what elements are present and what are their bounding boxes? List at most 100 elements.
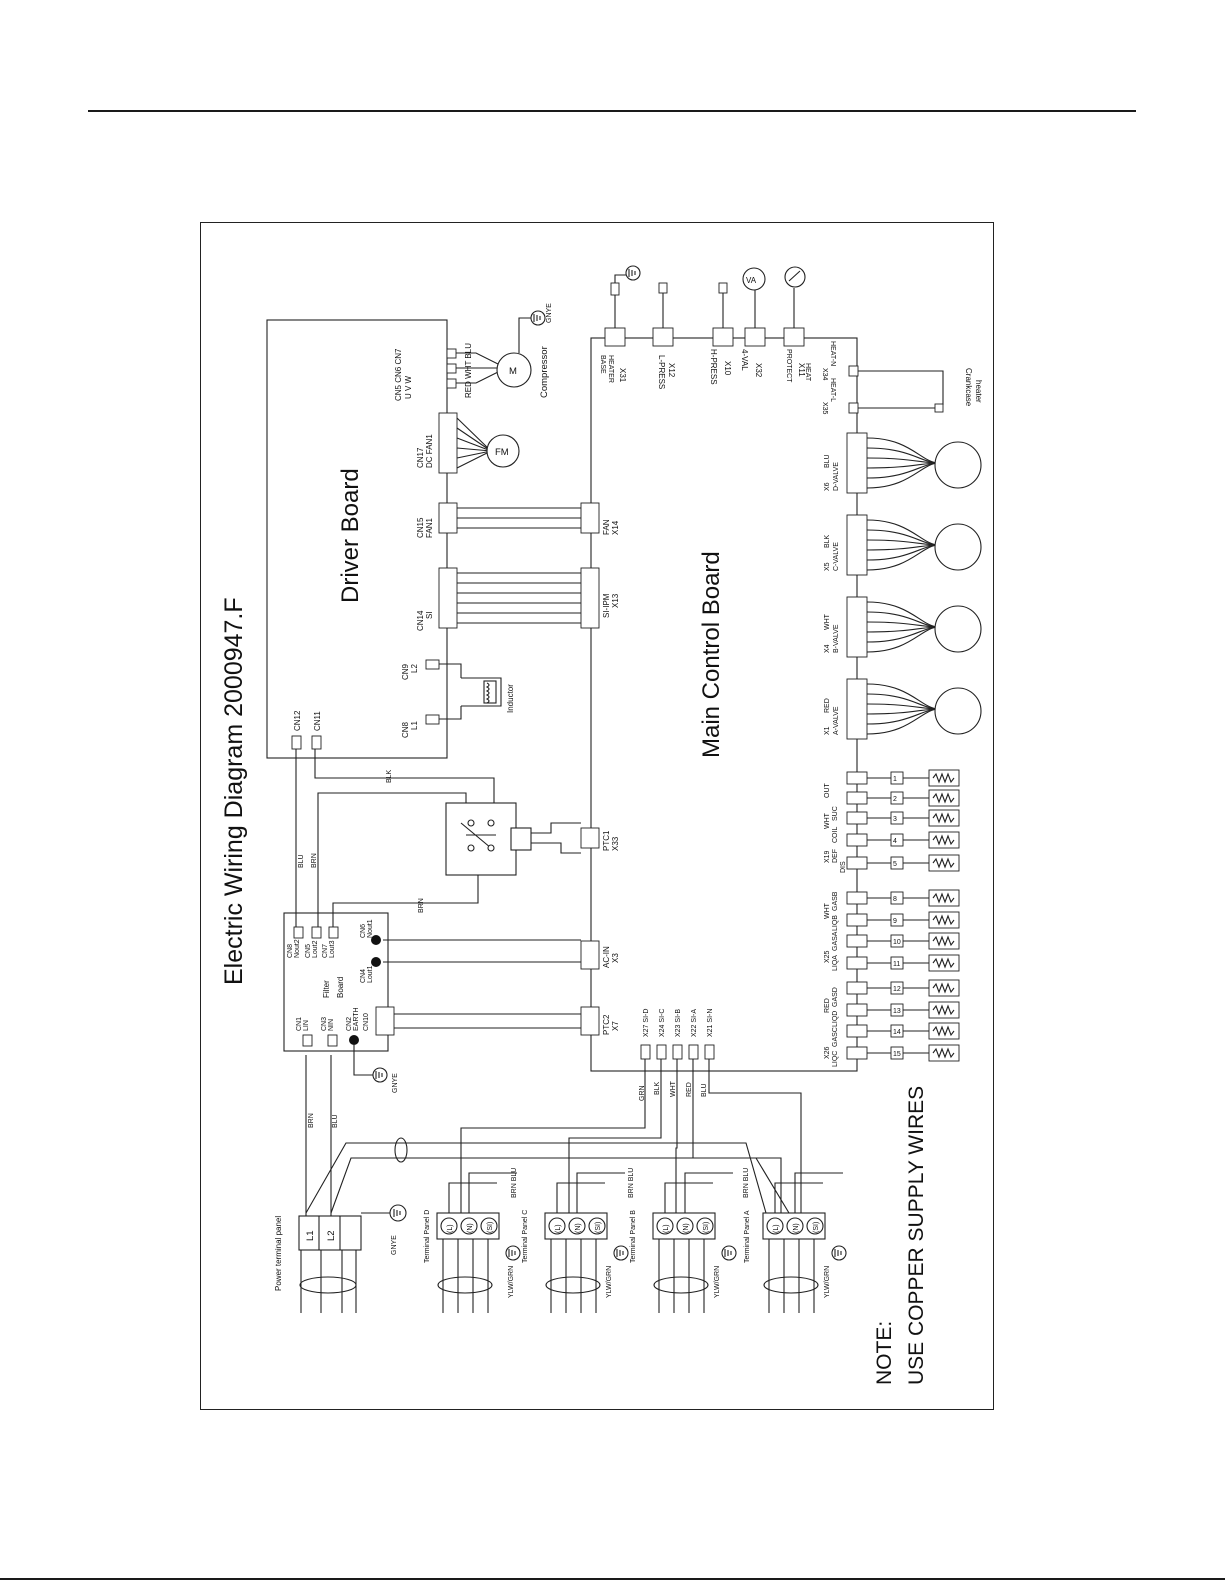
diagram-title: Electric Wiring Diagram 2000947.F — [220, 597, 248, 985]
inductor-label: Inductor — [506, 684, 515, 713]
terminal-panel: (L)(N)(SI) — [762, 1172, 847, 1313]
sensor-number: 13 — [893, 1008, 901, 1015]
fan-motor-label: FM — [495, 447, 509, 458]
si-connector-label: X27 SI-D — [643, 1009, 650, 1037]
ptc-resistor — [510, 827, 532, 851]
filter-ground-icon — [372, 1067, 388, 1083]
filter-cn2-connector — [349, 1035, 359, 1045]
x19-def: DEF — [832, 849, 839, 863]
x19-dis: DIS — [840, 861, 847, 873]
brn-wire-label-2: BRN — [418, 898, 425, 913]
temp-sensor: 4 — [846, 831, 960, 849]
filter-cn4-connector — [371, 957, 381, 967]
x7-sub: X7 — [611, 1021, 620, 1031]
uvw-label: U V W — [404, 375, 413, 399]
sensor-number: 8 — [893, 896, 897, 903]
x26-label: X26 — [824, 1046, 831, 1059]
x26-gasc: GASC — [832, 1027, 839, 1047]
terminal-label: (SI) — [487, 1222, 494, 1233]
x32-label: X32 — [754, 363, 763, 378]
filter-cn3-label: CN3 — [321, 1017, 328, 1031]
driver-board — [266, 319, 448, 759]
cn9-sub: L2 — [410, 664, 419, 673]
si-a-red: RED — [686, 1082, 693, 1097]
cn15-label: CN15 — [416, 517, 425, 538]
cn12-label: CN12 — [293, 710, 302, 731]
sensor-number: 5 — [893, 861, 897, 868]
x34-label: X34 — [821, 368, 828, 381]
cn6-connector — [446, 363, 457, 374]
x5-color: BLK — [824, 534, 831, 548]
x25-liqa: LIQA — [832, 955, 839, 971]
cn9-label: CN9 — [401, 663, 410, 680]
x19-coil: COIL — [832, 827, 839, 843]
x4-name: B-VALVE — [833, 624, 840, 653]
si-d-grn: GRN — [639, 1085, 646, 1101]
main-board-label: Main Control Board — [698, 551, 725, 758]
x25-label: X25 — [824, 950, 831, 963]
si-connector: X22 SI-A — [688, 1009, 699, 1060]
cn17-label: CN17 — [416, 447, 425, 468]
cn11-label: CN11 — [313, 711, 322, 731]
x35-heat-l: HEAT-L — [829, 378, 836, 402]
temp-sensor: 2 — [846, 789, 960, 807]
terminal-panel: (L)(N)(SI) — [652, 1172, 737, 1313]
filter-cn2-sub: EARTH — [353, 1007, 360, 1031]
sensor-number: 12 — [893, 986, 901, 993]
x25-liqb: LIQB — [832, 915, 839, 931]
power-cable-bundle — [299, 1276, 357, 1294]
x31-label: X31 — [618, 368, 627, 383]
cn9-connector — [425, 659, 440, 670]
x6-label: X6 — [824, 482, 831, 491]
sensor-number: 4 — [893, 838, 897, 845]
base-heater-ground-icon — [625, 265, 641, 281]
x35-connector — [848, 402, 859, 414]
panel-d-ylw-grn: YLW/GRN — [508, 1266, 515, 1298]
bus-wires — [457, 507, 581, 624]
terminal-panel-b-label: Terminal Panel B — [630, 1210, 637, 1263]
filter-cn6-label: CN6 — [360, 924, 367, 938]
compressor-symbol — [496, 352, 532, 388]
filter-cn2-label: CN2 — [346, 1017, 353, 1031]
terminal-label: (N) — [467, 1223, 474, 1233]
power-l2: L2 — [326, 1230, 337, 1241]
x13-label: SI-IPM — [602, 593, 611, 618]
si-connector: X24 SI-C — [656, 1009, 667, 1060]
b-valve-coil — [846, 596, 982, 658]
terminal-label: (N) — [793, 1223, 800, 1233]
filter-cn10-label: CN10 — [363, 1013, 370, 1031]
driver-board-label: Driver Board — [337, 468, 364, 603]
note-title: NOTE: — [873, 1321, 896, 1385]
si-n-blu: BLU — [701, 1083, 708, 1097]
sensor-number: 3 — [893, 816, 897, 823]
terminal-label: (SI) — [595, 1222, 602, 1233]
x11-protect: PROTECT — [785, 349, 792, 383]
cn14-sub: SI — [425, 611, 434, 619]
compressor-ground-icon — [530, 310, 546, 326]
si-connector: X21 SI-N — [704, 1009, 715, 1060]
x7-connector — [580, 1006, 600, 1036]
va-label: VA — [746, 276, 757, 285]
ground-icon — [505, 1245, 521, 1261]
filter-cn5-connector — [311, 926, 322, 939]
x31-base: BASE — [599, 355, 606, 374]
si-connector-label: X21 SI-N — [707, 1009, 714, 1037]
sensor-number: 14 — [893, 1029, 901, 1036]
temp-sensor: 9 — [846, 911, 960, 929]
x6-name: D-VALVE — [833, 462, 840, 491]
cn17-sub: DC FAN1 — [425, 434, 434, 468]
x3-sub: X3 — [611, 953, 620, 963]
x12-press: L-PRESS — [657, 355, 666, 389]
x11-heat: HEAT — [804, 363, 811, 382]
panel-c-ylw-grn: YLW/GRN — [606, 1266, 613, 1298]
terminal-panel: (L)(N)(SI) — [544, 1172, 629, 1313]
si-connector-label: X22 SI-A — [691, 1009, 698, 1037]
wiring-diagram: Electric Wiring Diagram 2000947.F Driver… — [220, 265, 983, 1385]
x5-name: C-VALVE — [833, 542, 840, 571]
c-valve-coil — [846, 514, 982, 576]
filter-cn5-label: CN5 — [305, 944, 312, 958]
x3-label: AC-IN — [602, 946, 611, 968]
filter-cn7-sub: Lout3 — [329, 940, 336, 958]
terminal-panel: (L)(N)(SI) — [436, 1172, 521, 1313]
